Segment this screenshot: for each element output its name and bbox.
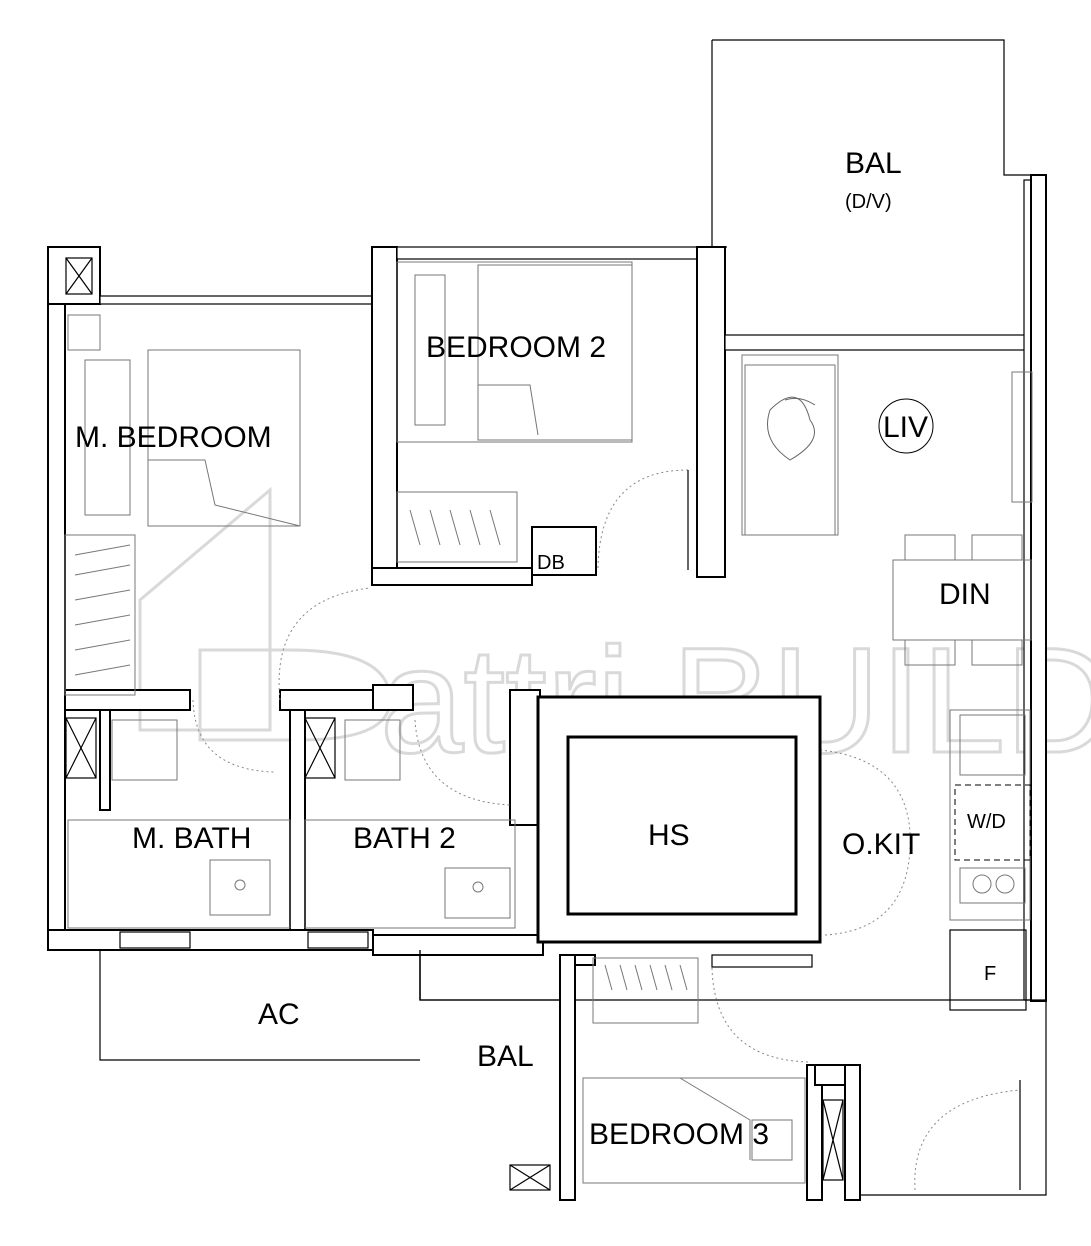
label-bedroom-3: BEDROOM 3 [589,1118,769,1151]
label-fridge: F [984,963,996,985]
living-circle [878,398,934,454]
label-bedroom-2: BEDROOM 2 [426,331,606,364]
label-washer-dryer: W/D [967,811,1006,833]
label-balcony-top-note: (D/V) [845,191,892,213]
door-swings [192,469,1021,1191]
household-shelter [536,695,822,944]
label-bath-2: BATH 2 [353,822,456,855]
wardrobe-hangers [74,544,131,676]
label-living: LIV [883,411,928,444]
service-shafts [65,257,844,1191]
label-master-bath: M. BATH [132,822,251,855]
label-balcony-bottom: BAL [477,1040,534,1073]
room-labels: BAL (D/V) BEDROOM 2 M. BEDROOM LIV DB DI… [75,147,1006,1151]
label-aircon-ledge: AC [258,998,300,1031]
label-dining: DIN [939,578,991,611]
label-open-kitchen: O.KIT [842,828,920,861]
furniture [64,261,1033,1184]
bottom-windows [119,931,369,949]
label-master-bedroom: M. BEDROOM [75,421,272,454]
label-balcony-top: BAL [845,147,902,180]
label-household-shelter: HS [648,819,690,852]
walls [47,39,1047,1201]
label-distribution-board: DB [537,552,565,574]
